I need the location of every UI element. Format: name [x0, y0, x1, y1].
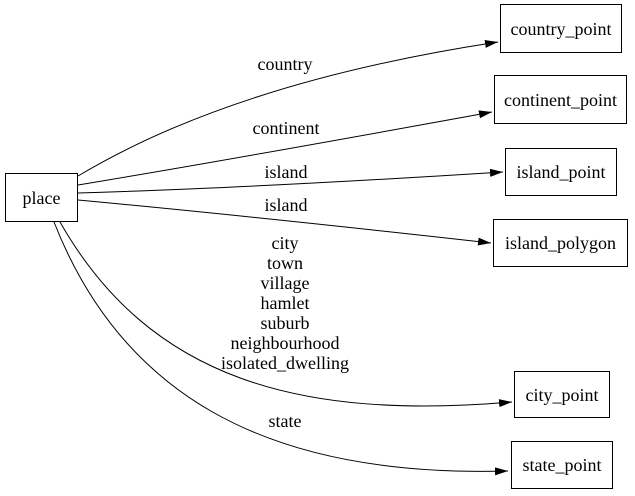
edge-place-continent-point	[77, 110, 493, 186]
node-country-point-label: country_point	[510, 18, 612, 39]
edge-label-city-types: city town village hamlet suburb neighbou…	[221, 233, 349, 373]
node-island-point-label: island_point	[516, 162, 606, 182]
edge-label-island-polygon: island	[264, 195, 308, 215]
node-city-point-label: city_point	[525, 384, 599, 405]
node-continent-point: continent_point	[494, 75, 627, 124]
edge-label-island-point: island	[264, 162, 308, 182]
edge-label-country: country	[257, 54, 313, 74]
node-island-polygon: island_polygon	[493, 219, 628, 267]
node-place: place	[5, 173, 78, 222]
edge-place-city-point	[59, 221, 513, 408]
node-city-point: city_point	[514, 371, 610, 418]
node-island-point: island_point	[505, 148, 617, 196]
node-state-point: state_point	[511, 441, 613, 489]
node-place-label: place	[22, 187, 61, 208]
node-island-polygon-label: island_polygon	[505, 233, 616, 253]
edge-place-island-polygon	[77, 199, 492, 246]
edge-place-country-point	[77, 40, 499, 177]
edge-place-island-point	[77, 168, 504, 194]
edge-label-continent: continent	[252, 118, 320, 138]
edge-label-state: state	[268, 411, 302, 431]
node-continent-point-label: continent_point	[504, 89, 617, 110]
node-country-point: country_point	[500, 4, 622, 53]
edge-place-state-point	[53, 221, 509, 476]
node-state-point-label: state_point	[522, 455, 602, 475]
